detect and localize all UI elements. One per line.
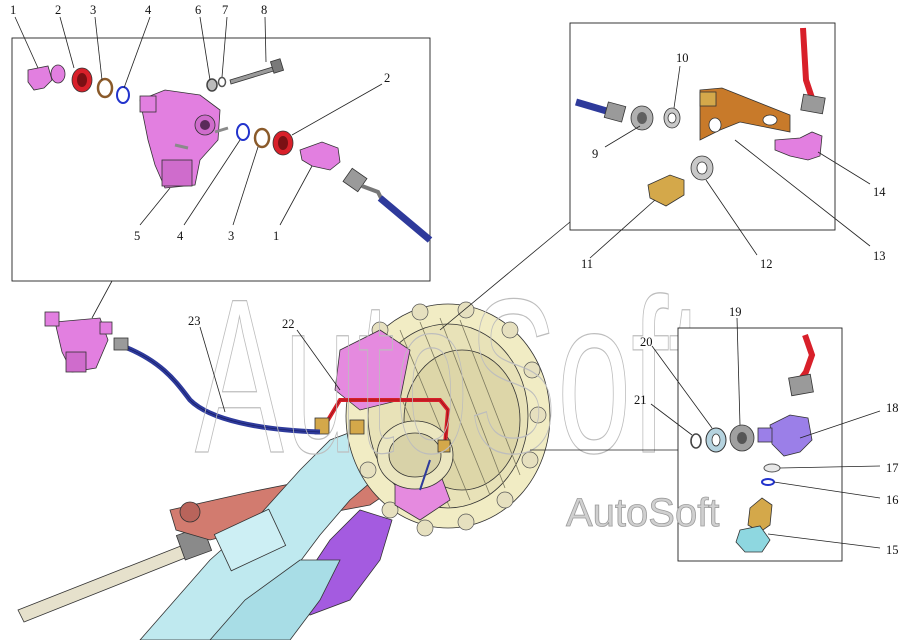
callout-23: 23 [188, 314, 201, 328]
part-3-copper-ring [96, 77, 114, 99]
callout-3: 3 [90, 3, 96, 17]
part-18-tee [757, 414, 813, 457]
part-14-elbow [774, 131, 823, 161]
callout-18: 18 [886, 401, 899, 415]
part-7-ring [217, 76, 227, 88]
callout-14: 14 [873, 185, 886, 199]
callouts: 1 2 3 4 6 7 8 2 5 4 3 1 9 10 11 12 13 14… [10, 3, 899, 557]
part-21-oring [690, 433, 702, 449]
callout-20: 20 [640, 335, 653, 349]
callout-17: 17 [886, 461, 899, 475]
watermark-small: AutoSoft [566, 491, 719, 535]
part-2-red-nut [71, 67, 93, 93]
callout-21: 21 [634, 393, 647, 407]
part-9-nut [630, 105, 654, 131]
callout-1b: 1 [273, 229, 279, 243]
callout-5: 5 [134, 229, 140, 243]
part-1b-elbow [299, 141, 341, 171]
callout-1: 1 [10, 3, 16, 17]
callout-13: 13 [873, 249, 886, 263]
part-8-bolt [229, 58, 285, 85]
callout-10: 10 [676, 51, 689, 65]
part-17-washer [763, 463, 781, 473]
callout-9: 9 [592, 147, 598, 161]
part-4-blue-oring [116, 86, 130, 104]
part-12-nut [690, 155, 714, 181]
leader-lines [14, 16, 881, 549]
part-3b-copper-ring [253, 127, 271, 149]
callout-19: 19 [729, 305, 742, 319]
box-valve-exploded: AutoSoft [11, 37, 705, 499]
part-19-nut [729, 424, 755, 452]
watermark-large: AutoSoft [195, 253, 705, 499]
callout-3b: 3 [228, 229, 234, 243]
part-13-bracket [699, 87, 791, 141]
part-4b-blue-oring [236, 123, 250, 141]
hose-23 [113, 337, 321, 435]
callout-4b: 4 [177, 229, 184, 243]
callout-15: 15 [886, 543, 899, 557]
part-1-elbow [27, 64, 66, 91]
part-5-valve-body [139, 89, 229, 189]
callout-6: 6 [195, 3, 201, 17]
callout-16: 16 [886, 493, 899, 507]
callout-8: 8 [261, 3, 267, 17]
part-10-washer [663, 107, 681, 129]
callout-22: 22 [282, 317, 295, 331]
connector-lines [91, 221, 678, 451]
watermark: AutoSoft [194, 252, 705, 499]
callout-11: 11 [581, 257, 593, 271]
callout-7: 7 [222, 3, 228, 17]
watermark-large-overlay: AutoSoft [195, 253, 705, 499]
callout-4: 4 [145, 3, 152, 17]
part-6-washer [206, 78, 218, 92]
small-valve-assembly [44, 311, 113, 373]
part-11-brass-fitting [647, 174, 685, 207]
part-2b-red-nut [272, 130, 294, 156]
box-sensor-exploded [677, 327, 843, 562]
hose-fitting-box1 [342, 167, 433, 243]
box-bracket-exploded [569, 22, 836, 231]
part-15-fitting [735, 497, 773, 553]
axle-assembly [17, 301, 551, 640]
callout-12: 12 [760, 257, 773, 271]
callout-2b: 2 [384, 71, 390, 85]
callout-2: 2 [55, 3, 61, 17]
